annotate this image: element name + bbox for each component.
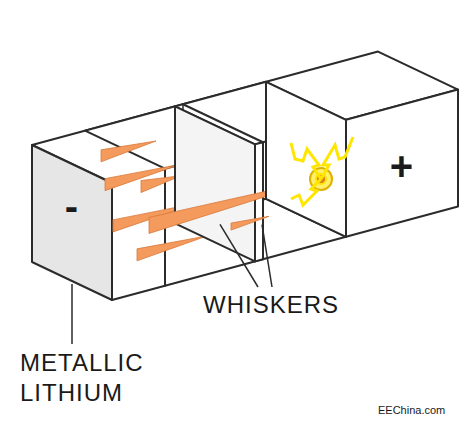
separator-face: [175, 106, 255, 261]
part-label: METALLIC LITHIUM: [20, 348, 170, 408]
lightning-bolt: [291, 179, 321, 205]
watermark: EEChina.com: [378, 404, 462, 418]
leader-line: [262, 225, 272, 287]
lightning-bolt: [291, 143, 321, 179]
polarity-sign: +: [390, 141, 414, 191]
leader-line: [220, 224, 258, 287]
cathode-side-face: [266, 82, 346, 237]
top-divider: [85, 131, 165, 169]
anode-end-face: [32, 145, 112, 300]
lightning-bolt: [321, 137, 353, 179]
cathode-front-face: [346, 90, 458, 237]
anode-front-face: [112, 169, 165, 300]
whisker: [101, 141, 156, 162]
leader-line: [71, 284, 73, 344]
polarity-sign: -: [65, 181, 79, 231]
separator: [255, 142, 263, 261]
whisker: [137, 236, 207, 261]
part-label: WHISKERS: [203, 290, 383, 320]
